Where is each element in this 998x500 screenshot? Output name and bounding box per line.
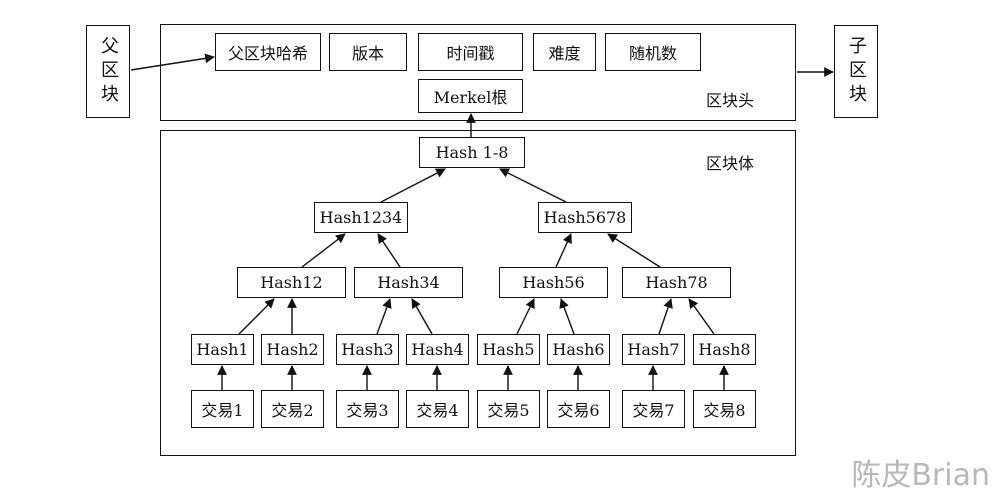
arrow-1234-to-root: [380, 168, 446, 203]
arrow-8-to-78: [688, 298, 715, 335]
transaction-7-box: 交易7: [622, 390, 685, 428]
hash-1234-box: Hash1234: [314, 202, 408, 233]
transaction-6-box: 交易6: [547, 390, 610, 428]
merkel-root-box: Merkel根: [418, 79, 523, 113]
hash-34-box: Hash34: [354, 267, 463, 298]
arrow-34-to-1234: [377, 233, 401, 268]
hash-3-box: Hash3: [336, 334, 399, 365]
hash-6-box: Hash6: [547, 334, 610, 365]
hash-5-box: Hash5: [477, 334, 540, 365]
block-body-frame: [160, 130, 796, 456]
transaction-8-box: 交易8: [693, 390, 756, 428]
arrow-5-to-56: [516, 298, 535, 335]
arrow-3-to-34: [376, 298, 392, 335]
child-block: 子区块: [834, 25, 878, 118]
hash-root-box: Hash 1-8: [419, 137, 525, 168]
arrow-7-to-78: [658, 298, 673, 335]
hash-8-box: Hash8: [693, 334, 756, 365]
arrow-12-to-1234: [301, 233, 346, 268]
transaction-1-box: 交易1: [191, 390, 254, 428]
watermark: 陈皮Brian: [851, 458, 990, 493]
hash-4-box: Hash4: [406, 334, 469, 365]
arrow-parent-to-header: [130, 53, 215, 71]
arrow-78-to-5678: [607, 233, 661, 268]
arrow-56-to-5678: [555, 233, 572, 268]
hash-2-box: Hash2: [261, 334, 324, 365]
hash-78-box: Hash78: [622, 267, 731, 298]
arrow-5678-to-root: [499, 168, 567, 203]
hash-12-box: Hash12: [237, 267, 346, 298]
transaction-3-box: 交易3: [336, 390, 399, 428]
arrow-1-to-12: [238, 298, 275, 335]
hash-1-box: Hash1: [191, 334, 254, 365]
hash-5678-box: Hash5678: [538, 202, 632, 233]
arrow-6-to-56: [559, 298, 575, 335]
header-field-version: 版本: [329, 33, 407, 71]
header-field-nonce: 随机数: [605, 33, 701, 71]
header-field-difficulty: 难度: [533, 33, 596, 71]
header-field-timestamp: 时间戳: [418, 33, 523, 71]
block-header-frame: [160, 24, 796, 121]
hash-56-box: Hash56: [499, 267, 608, 298]
header-field-parent-hash: 父区块哈希: [215, 33, 321, 71]
transaction-2-box: 交易2: [261, 390, 324, 428]
block-header-title: 区块头: [706, 91, 755, 110]
arrow-4-to-34: [411, 298, 433, 335]
parent-block: 父区块: [86, 25, 130, 118]
transaction-4-box: 交易4: [406, 390, 469, 428]
block-body-title: 区块体: [706, 154, 755, 173]
transaction-5-box: 交易5: [477, 390, 540, 428]
hash-7-box: Hash7: [622, 334, 685, 365]
